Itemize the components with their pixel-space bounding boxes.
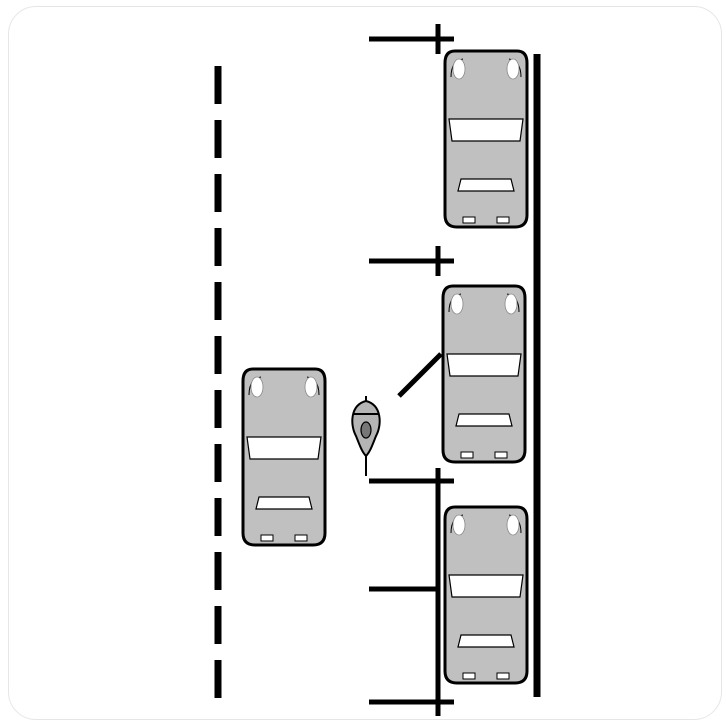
bicycle-rider-top-view-icon bbox=[351, 396, 381, 476]
parked-car-2 bbox=[441, 284, 527, 464]
open-car-door-icon bbox=[397, 352, 443, 398]
parking-bay-markings bbox=[369, 24, 454, 716]
moving-car bbox=[241, 367, 327, 547]
parked-car-3 bbox=[443, 505, 529, 685]
diagram-frame bbox=[8, 6, 722, 720]
parked-car-1 bbox=[443, 49, 529, 229]
